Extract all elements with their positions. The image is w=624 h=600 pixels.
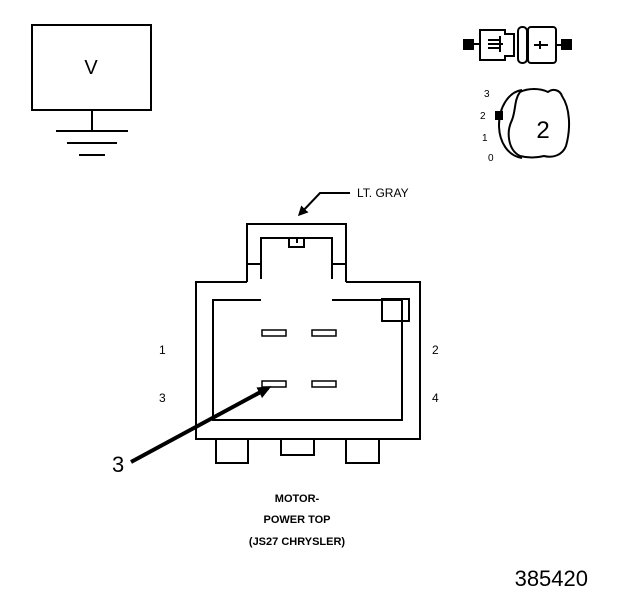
voltmeter: V [31,24,152,111]
selector-position-2: 2 [480,111,486,122]
pin-label-3: 3 [159,391,166,405]
terminal-2 [311,329,337,337]
connector-caption-line3: (JS27 CHRYSLER) [249,536,346,548]
terminal-3 [261,380,287,388]
connector-caption-line2: POWER TOP [263,514,330,526]
pin-label-1: 1 [159,343,166,357]
pin-label-2: 2 [432,343,439,357]
voltmeter-symbol: V [84,57,98,79]
wire-color-label: LT. GRAY [357,186,409,200]
test-leads-icon [463,26,572,64]
selector-position-1: 1 [482,133,488,144]
selector-position-0: 0 [488,153,494,164]
probe-arrow [130,386,272,464]
connector-terminals [261,329,337,388]
wire-color-arrow [297,192,350,217]
pin-label-4: 4 [432,391,439,405]
connector-body [195,223,421,464]
connector-caption-line1: MOTOR- [275,493,320,505]
figure-id: 385420 [515,566,588,591]
selector-position-3: 3 [484,89,490,100]
selector-setting: 2 [536,117,549,144]
terminal-1 [261,329,287,337]
terminal-4 [311,380,337,388]
selector-knob-icon [495,88,571,159]
ground-icon [56,110,128,156]
probe-pin-callout: 3 [112,452,124,477]
